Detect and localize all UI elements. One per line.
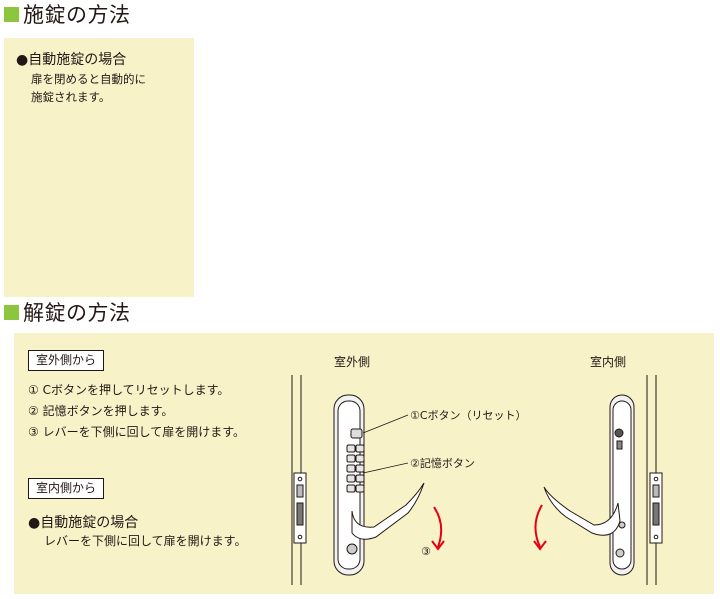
inside-lock-body [543, 394, 635, 576]
lock-section-heading: 施錠の方法 [4, 0, 131, 28]
inside-rotation-arrow [533, 504, 547, 551]
outside-caption: 室外側 [334, 355, 371, 369]
outside-callout-lines [362, 414, 409, 474]
outside-tag: 室外側から [28, 350, 105, 371]
green-square-icon [4, 304, 19, 320]
outside-lock-illustration [291, 375, 663, 585]
unlock-section-title: 解錠の方法 [23, 301, 131, 325]
c-button-callout: ①Cボタン（リセット） [410, 409, 527, 422]
outside-lock-body [333, 394, 425, 576]
unlock-section-heading: 解錠の方法 [4, 298, 131, 326]
outside-steps: ① Cボタンを押してリセットします。 ② 記憶ボタンを押します。 ③ レバーを下… [28, 380, 245, 443]
auto-lock-body: 扉を閉めると自動的に 施錠されます。 [31, 72, 146, 104]
inside-auto-lock-body: レバーを下側に回して扉を開けます。 [44, 534, 247, 548]
auto-lock-title: ●自動施錠の場合 [16, 52, 127, 68]
memory-button-callout: ②記憶ボタン [410, 457, 475, 470]
unlock-info-panel: 室外側から ① Cボタンを押してリセットします。 ② 記憶ボタンを押します。 ③… [14, 333, 714, 594]
outside-door-frame [291, 375, 307, 585]
step-2: ② 記憶ボタンを押します。 [28, 404, 174, 418]
inside-tag: 室内側から [28, 478, 105, 499]
outside-rotation-arrow [431, 506, 445, 551]
step-1: ① Cボタンを押してリセットします。 [28, 383, 230, 397]
inside-auto-lock-title: ●自動施錠の場合 [28, 515, 139, 531]
inside-door-frame [646, 375, 663, 585]
lock-section-title: 施錠の方法 [23, 3, 131, 27]
step-3: ③ レバーを下側に回して扉を開けます。 [28, 425, 246, 439]
inside-caption: 室内側 [590, 355, 627, 369]
green-square-icon [4, 6, 19, 22]
lock-info-panel: ●自動施錠の場合 扉を閉めると自動的に 施錠されます。 [4, 38, 194, 297]
step-three-callout: ③ [421, 545, 431, 558]
